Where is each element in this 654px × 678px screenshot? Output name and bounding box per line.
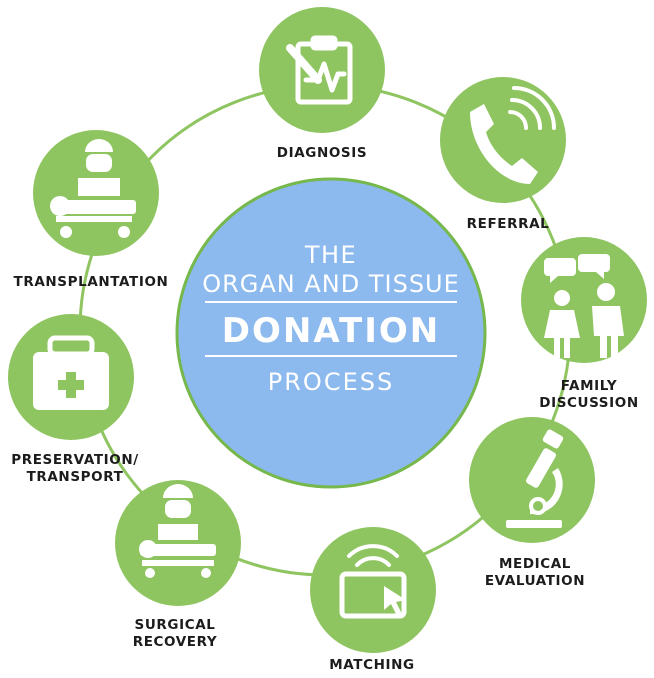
label-surgical-recovery: SURGICAL RECOVERY [120, 617, 230, 651]
label-referral: REFERRAL [466, 216, 550, 232]
center-line-4: PROCESS [268, 368, 394, 396]
clipboard-chart-icon [286, 35, 353, 105]
step-matching [310, 527, 436, 653]
center-line-3: DONATION [222, 311, 440, 351]
step-surgical-recovery [115, 480, 241, 606]
label-transplantation: TRANSPLANTATION [13, 274, 169, 290]
computer-matching-icon [339, 544, 407, 619]
label-line: DISCUSSION [539, 395, 639, 411]
label-line: MEDICAL [498, 556, 572, 572]
step-family-discussion [521, 237, 647, 363]
step-preservation-transport [8, 314, 134, 440]
surgeon-icon [139, 484, 216, 578]
surgeon-icon [50, 139, 136, 238]
phone-icon [470, 86, 556, 184]
label-matching: MATCHING [329, 657, 415, 673]
center-line-1: THE [304, 241, 357, 269]
label-medical-evaluation: MEDICAL EVALUATION [480, 556, 590, 590]
label-line: RECOVERY [132, 634, 218, 650]
label-line: FAMILY [560, 378, 618, 394]
label-preservation-transport: PRESERVATION/ TRANSPORT [4, 452, 146, 486]
family-discussion-icon [544, 254, 624, 358]
label-line: TRANSPORT [26, 469, 124, 485]
step-referral [440, 77, 566, 203]
label-line: PRESERVATION/ [11, 452, 139, 468]
step-medical-evaluation [469, 417, 595, 543]
label-family-discussion: FAMILY DISCUSSION [534, 378, 644, 412]
step-transplantation [33, 130, 159, 256]
microscope-icon [506, 429, 564, 528]
label-line: EVALUATION [484, 573, 586, 589]
label-line: SURGICAL [134, 617, 216, 633]
step-diagnosis [259, 7, 385, 133]
center-line-2: ORGAN AND TISSUE [202, 270, 460, 298]
label-diagnosis: DIAGNOSIS [276, 145, 368, 161]
center-circle: THE ORGAN AND TISSUE DONATION PROCESS [175, 177, 487, 489]
medical-case-icon [33, 335, 109, 410]
